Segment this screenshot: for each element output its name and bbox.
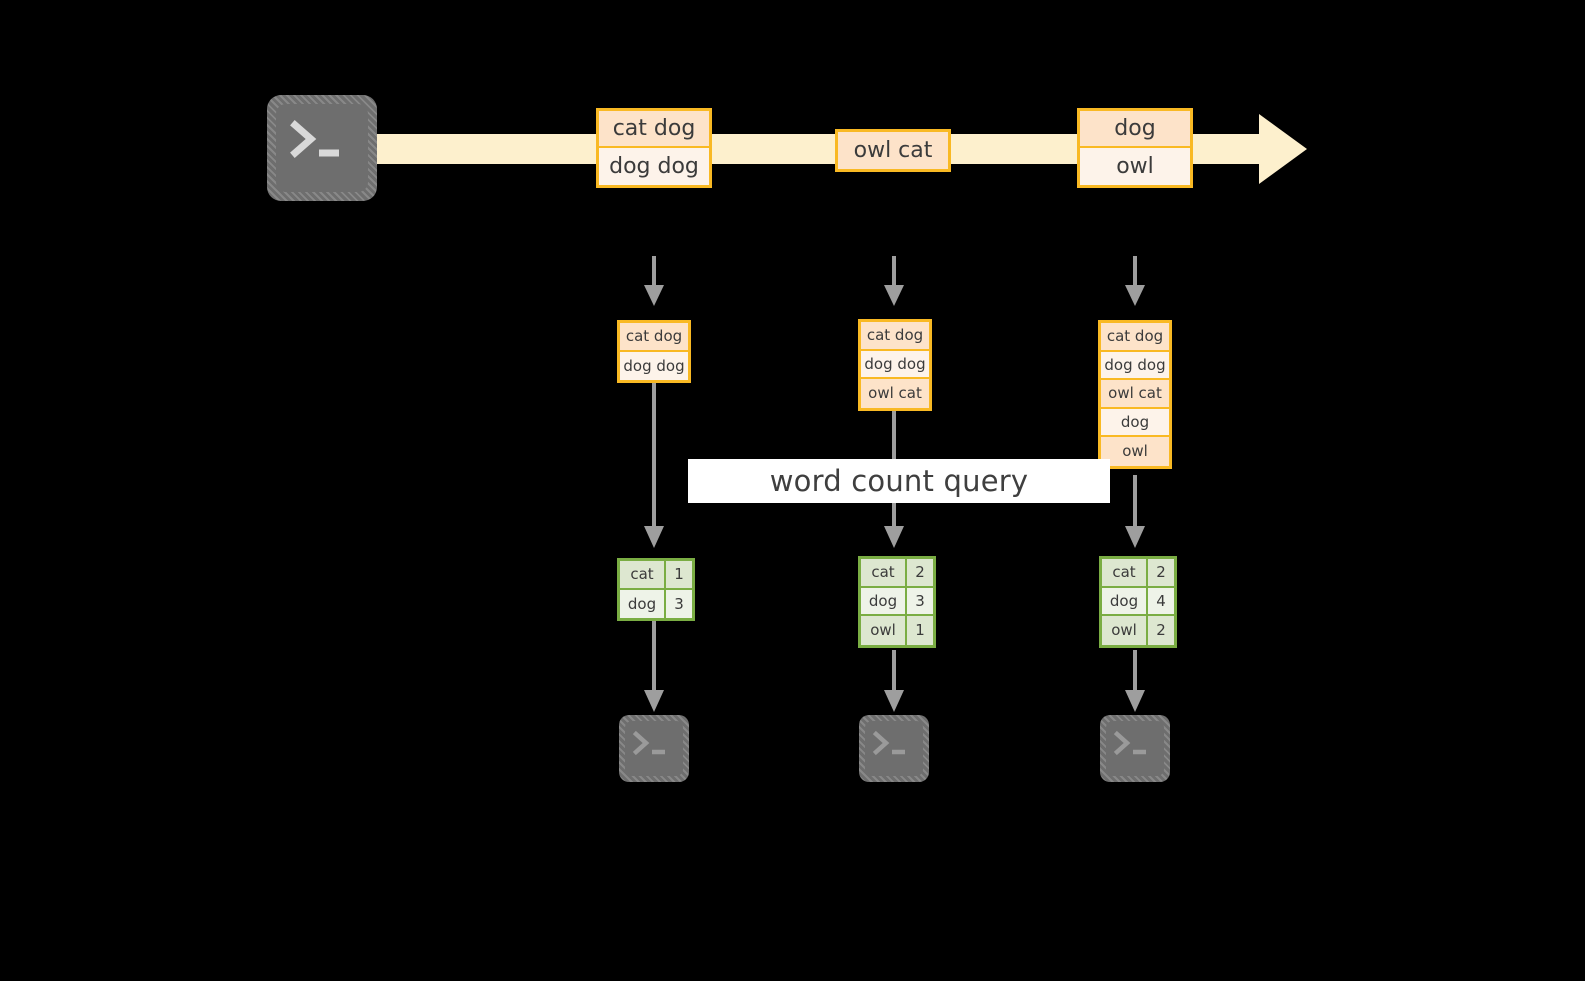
stream-record-group-1: cat dog dog dog bbox=[596, 108, 712, 188]
snapshot-line: cat dog bbox=[620, 323, 688, 352]
table-row: dog 4 bbox=[1102, 587, 1174, 616]
snapshot-stack-1: cat dog dog dog bbox=[617, 320, 691, 383]
result-word: cat bbox=[620, 561, 666, 588]
snapshot-line: owl cat bbox=[1101, 380, 1169, 409]
consumer-terminal-icon-2 bbox=[859, 715, 929, 782]
stream-record-line: dog dog bbox=[599, 148, 709, 185]
result-count: 3 bbox=[907, 587, 933, 614]
table-row: cat 2 bbox=[861, 559, 933, 588]
snapshot-line: owl cat bbox=[861, 379, 929, 408]
table-row: dog 3 bbox=[620, 589, 692, 618]
result-count: 4 bbox=[1148, 587, 1174, 614]
table-row: owl 2 bbox=[1102, 616, 1174, 645]
result-table-2: cat 2 dog 3 owl 1 bbox=[858, 556, 936, 648]
snapshot-line: cat dog bbox=[1101, 323, 1169, 352]
snapshot-line: dog dog bbox=[620, 351, 688, 380]
snapshot-line: cat dog bbox=[861, 322, 929, 351]
table-row: cat 1 bbox=[620, 561, 692, 590]
query-banner-label: word count query bbox=[769, 464, 1029, 498]
result-count: 3 bbox=[666, 589, 692, 618]
result-table-3: cat 2 dog 4 owl 2 bbox=[1099, 556, 1177, 648]
result-word: dog bbox=[1102, 587, 1148, 614]
stream-record-group-2: owl cat bbox=[835, 129, 951, 172]
result-count: 2 bbox=[907, 559, 933, 586]
table-row: owl 1 bbox=[861, 616, 933, 645]
terminal-prompt-glyph bbox=[1113, 730, 1146, 756]
result-table-1: cat 1 dog 3 bbox=[617, 558, 695, 621]
result-count: 2 bbox=[1148, 616, 1174, 645]
result-word: dog bbox=[620, 589, 666, 618]
terminal-prompt-glyph bbox=[290, 120, 339, 158]
connector-col-3 bbox=[1125, 256, 1145, 712]
query-banner: word count query bbox=[688, 459, 1110, 503]
result-count: 1 bbox=[907, 616, 933, 645]
table-row: cat 2 bbox=[1102, 559, 1174, 588]
snapshot-line: dog dog bbox=[861, 350, 929, 379]
stream-record-group-3: dog owl bbox=[1077, 108, 1193, 188]
snapshot-line: dog bbox=[1101, 408, 1169, 437]
result-word: dog bbox=[861, 587, 907, 614]
producer-terminal-icon bbox=[267, 95, 377, 201]
table-row: dog 3 bbox=[861, 587, 933, 616]
connector-col-1 bbox=[644, 256, 664, 712]
result-count: 1 bbox=[666, 561, 692, 588]
result-word: owl bbox=[1102, 616, 1148, 645]
snapshot-line: dog dog bbox=[1101, 351, 1169, 380]
consumer-terminal-icon-3 bbox=[1100, 715, 1170, 782]
stream-record-line: owl bbox=[1080, 148, 1190, 185]
snapshot-line: owl bbox=[1101, 437, 1169, 466]
stream-record-line: owl cat bbox=[838, 132, 948, 169]
result-word: cat bbox=[1102, 559, 1148, 586]
stream-record-line: dog bbox=[1080, 111, 1190, 148]
result-count: 2 bbox=[1148, 559, 1174, 586]
snapshot-stack-3: cat dog dog dog owl cat dog owl bbox=[1098, 320, 1172, 469]
result-word: owl bbox=[861, 616, 907, 645]
terminal-prompt-glyph bbox=[872, 730, 905, 756]
result-word: cat bbox=[861, 559, 907, 586]
snapshot-stack-2: cat dog dog dog owl cat bbox=[858, 319, 932, 411]
consumer-terminal-icon-1 bbox=[619, 715, 689, 782]
stream-record-line: cat dog bbox=[599, 111, 709, 148]
terminal-prompt-glyph bbox=[632, 730, 665, 756]
